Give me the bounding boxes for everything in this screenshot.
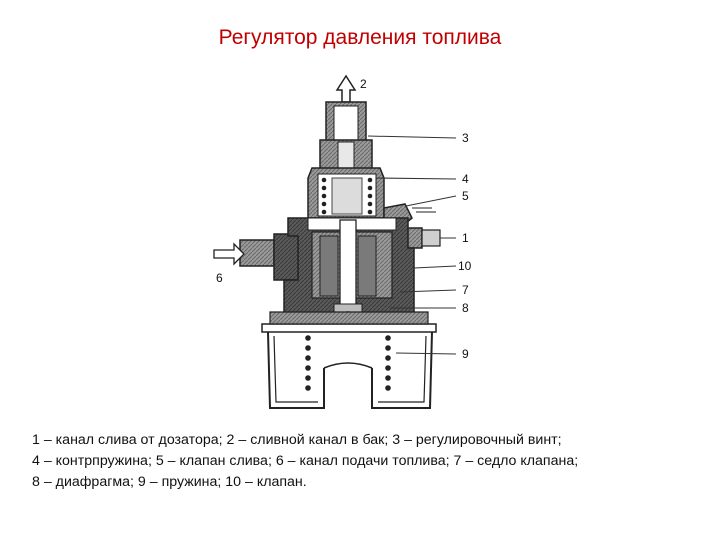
regulator-main-body	[283, 217, 415, 329]
callout-label-4: 4	[462, 172, 469, 186]
callout-label-7: 7	[462, 283, 469, 297]
callout-label-5: 5	[462, 189, 469, 203]
callout-label-3: 3	[462, 131, 469, 145]
callout-label-10: 10	[458, 259, 472, 273]
caption-line-1: 1 – канал слива от дозатора; 2 – сливной…	[32, 432, 562, 448]
lower-spring-housing	[267, 331, 433, 409]
inlet-fitting-6	[213, 233, 305, 281]
fuel-pressure-regulator-diagram: 2 3 4 5 1 6 10 7 8 9	[213, 74, 472, 409]
callout-label-6: 6	[216, 271, 223, 285]
leader-lines	[367, 135, 457, 355]
caption-line-3: 8 – диафрагма; 9 – пружина; 10 – клапан.	[32, 474, 307, 490]
callout-label-1: 1	[462, 231, 469, 245]
outlet-arrow-2	[335, 74, 357, 103]
page-title: Регулятор давления топлива	[218, 26, 502, 49]
callout-label-2: 2	[360, 77, 367, 91]
counter-spring-chamber	[307, 167, 385, 219]
adjusting-screw-housing	[319, 101, 373, 171]
callout-label-9: 9	[462, 347, 469, 361]
caption-line-2: 4 – контрпружина; 5 – клапан слива; 6 – …	[32, 453, 579, 469]
legend-caption: 1 – канал слива от дозатора; 2 – сливной…	[32, 430, 702, 493]
callout-label-8: 8	[462, 301, 469, 315]
diaphragm	[261, 311, 437, 333]
